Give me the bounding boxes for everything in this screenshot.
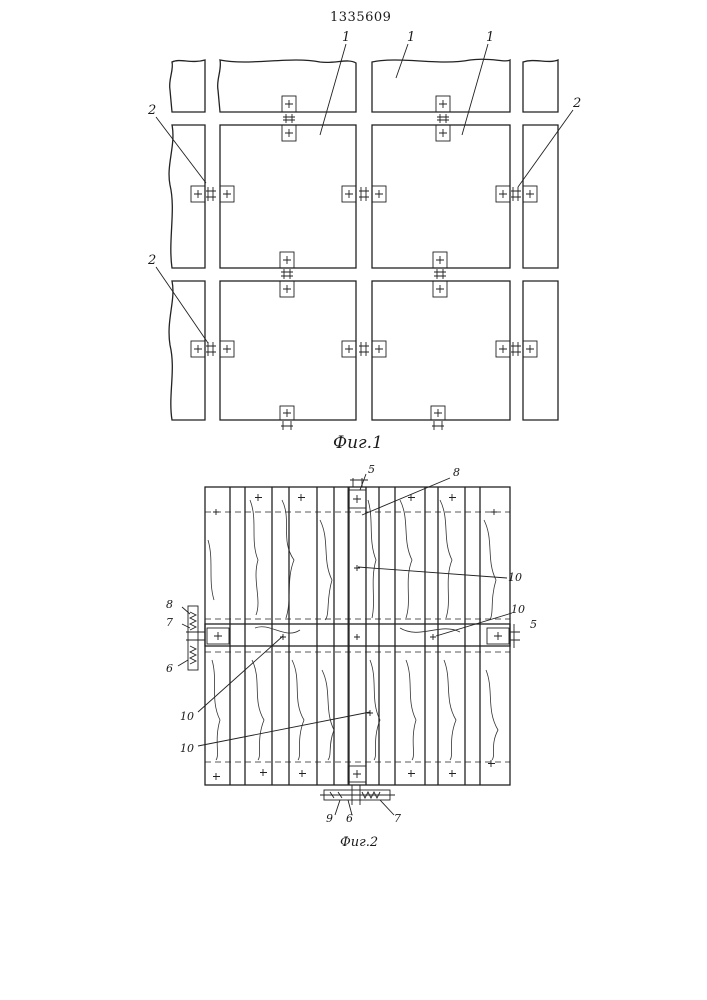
connector-h-mid-3 xyxy=(496,186,537,202)
fig1-label-2b: 2 xyxy=(573,96,581,111)
panel-bot-right-partial xyxy=(523,281,558,420)
panel-mid-left-partial xyxy=(169,125,205,268)
panel-bot-left-partial xyxy=(169,281,205,420)
fig2-label-5-top: 5 xyxy=(368,463,375,476)
panel-bot-1 xyxy=(220,281,356,420)
panel-mid-right-partial xyxy=(523,125,558,268)
fig2-label-10-b: 10 xyxy=(511,603,525,616)
fig1-caption: Фиг.1 xyxy=(333,433,383,453)
fig2-label-5-right: 5 xyxy=(530,618,537,631)
connector-top-1 xyxy=(282,96,296,141)
fig2-label-7-left: 7 xyxy=(166,616,173,629)
leader-2b xyxy=(518,110,573,187)
leader-1a xyxy=(320,44,346,135)
leader-2a xyxy=(156,117,206,183)
connector-bot-1 xyxy=(280,406,294,430)
fig2-label-10-c: 10 xyxy=(180,710,194,723)
fig2-label-6-left: 6 xyxy=(166,662,173,675)
leader-2c xyxy=(156,267,208,343)
connector-h-mid-1 xyxy=(191,186,234,202)
fig2-label-10-d: 10 xyxy=(180,742,194,755)
fig2-frame xyxy=(205,487,510,785)
fig2-label-7-bottom: 7 xyxy=(394,812,401,825)
panel-top-left-partial xyxy=(170,60,205,112)
connector-mid-2 xyxy=(433,252,447,297)
fig2-label-8-left: 8 xyxy=(166,598,173,611)
fig2-left-clamp xyxy=(186,606,205,670)
fig2-label-10-a: 10 xyxy=(508,571,522,584)
connector-h-mid-2 xyxy=(342,186,386,202)
connector-mid-1 xyxy=(280,252,294,297)
fig2-label-8-top: 8 xyxy=(453,466,460,479)
fig2-label-9-bottom: 9 xyxy=(326,812,333,825)
panel-mid-2 xyxy=(372,125,510,268)
fig2-caption: Фиг.2 xyxy=(340,835,378,850)
connector-h-bot-3 xyxy=(496,341,537,357)
connector-h-bot-1 xyxy=(191,341,234,357)
connector-h-bot-2 xyxy=(342,341,386,357)
connector-top-2 xyxy=(436,96,450,141)
fig1-label-2c: 2 xyxy=(148,253,156,268)
fig2-label-6-bottom: 6 xyxy=(346,812,353,825)
fig1-label-1a: 1 xyxy=(342,30,350,45)
fig1-label-1c: 1 xyxy=(486,30,494,45)
fig1-label-2a: 2 xyxy=(148,103,156,118)
fig2-planks xyxy=(230,487,480,785)
panel-top-right-partial xyxy=(523,60,558,112)
connector-bot-2 xyxy=(431,406,445,430)
panel-bot-2 xyxy=(372,281,510,420)
leader-1c xyxy=(462,44,488,135)
fig2-bottom-clamp xyxy=(320,785,395,805)
panel-mid-1 xyxy=(220,125,356,268)
fig1-label-1b: 1 xyxy=(407,30,415,45)
